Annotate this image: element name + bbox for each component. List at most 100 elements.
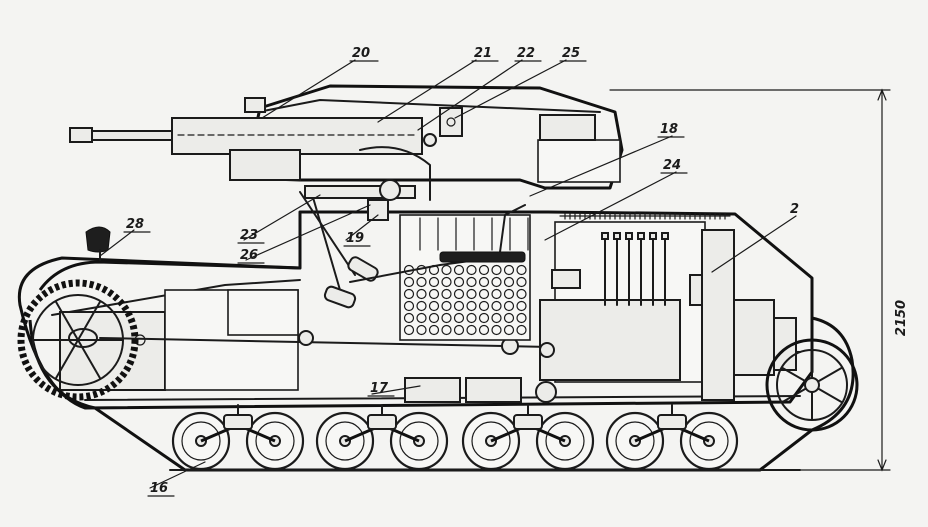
ammo-round [466,276,477,288]
ammo-round [441,288,452,300]
ammo-round [453,276,465,288]
floor-wheel [535,381,557,403]
ammo-round [491,264,502,276]
crew-seat [299,191,526,309]
seat-strut-a [299,191,356,276]
ammo-round [441,300,452,312]
road-wheel-rim [545,421,585,461]
glacis-plate [51,279,301,316]
ammo-round [478,324,490,336]
ammo-round [453,300,465,312]
ammo-round [453,324,465,336]
callout-16: 16 [150,481,168,496]
ammo-round [491,324,502,336]
sprocket-spoke [77,300,101,341]
commander-seat [439,251,526,263]
leader-lines [99,59,797,489]
gun-barrel [91,130,178,141]
seat-back [499,204,526,253]
road-wheel-rim [615,421,655,461]
callout-28: 28 [126,217,144,232]
dim-arrow-top [877,88,887,101]
callout-23: 23 [240,228,258,243]
dimension-label: 2150 [894,300,909,336]
ammo-round [428,300,440,312]
ammo-round [466,324,477,336]
track-lower-run [28,316,855,472]
valve-cap [649,232,657,240]
track-upper-run [38,260,301,291]
floor-box-2 [465,377,522,403]
floor-box-1 [404,377,461,403]
engine-deck-grille [559,212,731,220]
road-wheel-rim [689,421,729,461]
ammo-round [453,288,465,300]
ammo-round [491,288,502,300]
callout-underlines [123,60,688,497]
bogie [605,404,739,471]
antenna-base [244,97,266,113]
callout-20: 20 [352,46,370,61]
ammo-round [516,276,527,288]
gun-mount-block [367,199,389,221]
floor-boxes [404,377,557,403]
ammo-round [441,264,452,276]
front-final-drive-housing [59,311,166,391]
ammo-round [428,288,440,300]
ammo-round [503,264,515,276]
callout-26: 26 [240,248,258,263]
front-sprocket [17,279,139,401]
ammo-round [503,300,515,312]
bogie [461,404,595,471]
valve-cap [613,232,621,240]
ammo-round [491,312,502,324]
driver-instrument-box [227,289,299,336]
callout-2: 2 [790,202,799,217]
dim-arrow-bottom [877,459,887,472]
bogie-spring [223,414,253,430]
rear-idler [765,338,859,432]
gearbox [733,299,775,376]
ammo-round [416,324,427,336]
turret-rear-box [539,114,596,141]
ammo-round [403,300,415,312]
headlight [85,226,111,263]
ammo-round [516,312,527,324]
ammo-round [416,288,427,300]
ammo-round [478,264,490,276]
ammo-round [403,288,415,300]
callout-22: 22 [517,46,535,61]
ammo-round [428,312,440,324]
ammo-round [516,288,527,300]
ammo-round [503,288,515,300]
callout-21: 21 [474,46,492,61]
road-wheel-rim [399,421,439,461]
valve-cap [601,232,609,240]
bogie [171,404,305,471]
callout-18: 18 [660,122,678,137]
ammo-round [416,312,427,324]
ammo-round [466,288,477,300]
vision-port [439,107,463,137]
ammunition-rack [399,214,531,341]
ammo-round [428,276,440,288]
oil-filter [689,274,703,306]
ammo-round [441,324,452,336]
ammo-round [441,276,452,288]
valve-cap [625,232,633,240]
ammo-round [516,300,527,312]
engine-compartment [539,221,797,401]
ammo-round [416,300,427,312]
callout-17: 17 [370,381,389,396]
carburettor [551,269,581,289]
seat-pedal [323,285,357,309]
ammo-round [466,264,477,276]
recoil-guard [359,146,431,201]
seat-foot [347,256,379,282]
ammo-round [453,312,465,324]
ammo-round [403,312,415,324]
headlight-lamp [85,226,111,253]
road-wheel-rim [181,421,221,461]
